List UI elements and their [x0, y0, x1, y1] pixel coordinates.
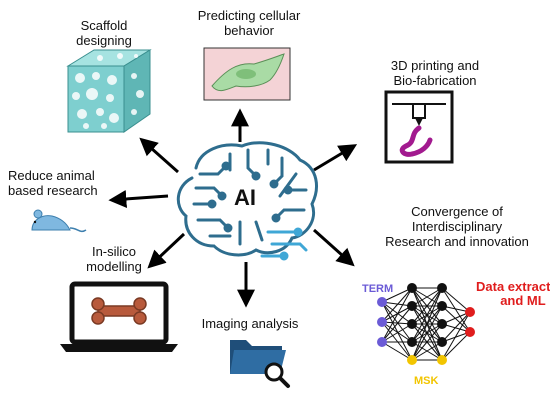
nn-edge — [381, 301, 413, 325]
label-animal: Reduce animal based research — [8, 168, 98, 198]
label-msk: MSK — [414, 375, 439, 387]
label-convergence: Convergence of Interdisciplinary Researc… — [385, 204, 529, 249]
nn-edge — [411, 287, 443, 343]
nn-node — [407, 319, 417, 329]
label-term: TERM — [362, 283, 394, 295]
nn-edge — [381, 301, 413, 307]
nn-node — [377, 337, 387, 347]
nn-edge — [411, 341, 443, 361]
nn-edge — [381, 323, 413, 343]
printer-icon — [384, 90, 454, 164]
label-predicting: Predicting cellular behavior — [197, 8, 301, 38]
nn-edge — [441, 287, 471, 313]
nn-node — [377, 297, 387, 307]
nn-edge — [411, 305, 443, 361]
nn-node — [407, 337, 417, 347]
nn-edge — [441, 305, 471, 333]
label-insilico: In-silico modelling — [86, 244, 142, 274]
arrows — [108, 108, 358, 308]
label-data-ml: Data extraction and ML — [476, 279, 550, 308]
neural-network-icon — [381, 287, 471, 361]
label-scaffold: Scaffold designing — [76, 18, 132, 48]
nn-edge — [381, 287, 413, 343]
label-printing: 3D printing and Bio-fabrication — [390, 58, 480, 88]
nn-edge — [381, 287, 413, 323]
nn-node — [437, 301, 447, 311]
arrow-convergence — [312, 228, 355, 267]
nn-node — [437, 355, 447, 365]
nn-node — [377, 317, 387, 327]
ai-badge-bg — [228, 184, 262, 210]
nn-edge — [441, 331, 471, 361]
nn-edge — [411, 287, 443, 325]
nn-edge — [381, 321, 413, 343]
neural-network-nodes — [377, 283, 475, 365]
nn-edge — [441, 311, 471, 343]
nn-node — [437, 283, 447, 293]
laptop-icon — [60, 281, 178, 352]
nn-node — [437, 337, 447, 347]
brain-accent — [260, 227, 308, 261]
nn-edge — [381, 301, 413, 361]
nn-edge — [411, 323, 443, 361]
nn-edge — [441, 311, 471, 361]
nn-edge — [381, 341, 413, 361]
nn-edge — [381, 321, 413, 325]
nn-node — [407, 301, 417, 311]
brain-circuit-icon — [176, 141, 318, 257]
nn-edge — [411, 287, 443, 361]
arrow-insilico — [147, 232, 186, 269]
nn-node — [437, 319, 447, 329]
arrow-printing — [313, 144, 358, 172]
nn-node — [407, 355, 417, 365]
nn-node — [407, 283, 417, 293]
arrow-animal — [108, 189, 169, 208]
scaffold-icon — [66, 49, 152, 133]
nn-edge — [381, 287, 413, 303]
bone-icon — [91, 297, 147, 325]
nn-edge — [411, 287, 443, 307]
nn-node — [465, 307, 475, 317]
nn-edge — [441, 287, 471, 333]
label-imaging: Imaging analysis — [201, 316, 299, 331]
nn-edge — [381, 321, 413, 361]
cell-icon — [203, 47, 291, 101]
nn-edge — [381, 301, 413, 343]
arrow-scaffold — [139, 137, 179, 174]
nn-node — [465, 327, 475, 337]
nn-edge — [441, 311, 471, 325]
ai-text: AI — [234, 185, 256, 210]
nn-edge — [381, 305, 413, 343]
folder-search-icon — [230, 340, 290, 388]
mouse-icon — [31, 209, 87, 233]
